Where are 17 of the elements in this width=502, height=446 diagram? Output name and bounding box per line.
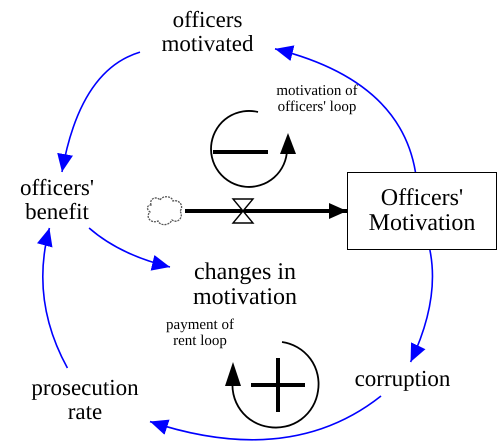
variable-label: officers motivated: [160, 8, 254, 56]
loop-label: motivation of officers' loop: [275, 84, 359, 116]
flow-pipe: [185, 203, 347, 219]
variable-label: officers' benefit: [19, 176, 95, 224]
variable-label: changes in motivation: [192, 260, 298, 310]
arrow: [274, 46, 416, 172]
arrow: [150, 395, 382, 440]
arrow: [38, 228, 68, 368]
arrow: [88, 227, 170, 270]
arrow: [410, 250, 434, 362]
stock-label: Officers' Motivation: [368, 186, 476, 236]
cloud-icon: [145, 195, 185, 227]
arrow: [58, 51, 140, 172]
loop-label: payment of rent loop: [165, 318, 235, 350]
stock-box: [347, 172, 497, 250]
variable-label: corruption: [354, 366, 450, 392]
variable-label: prosecution rate: [30, 376, 140, 424]
